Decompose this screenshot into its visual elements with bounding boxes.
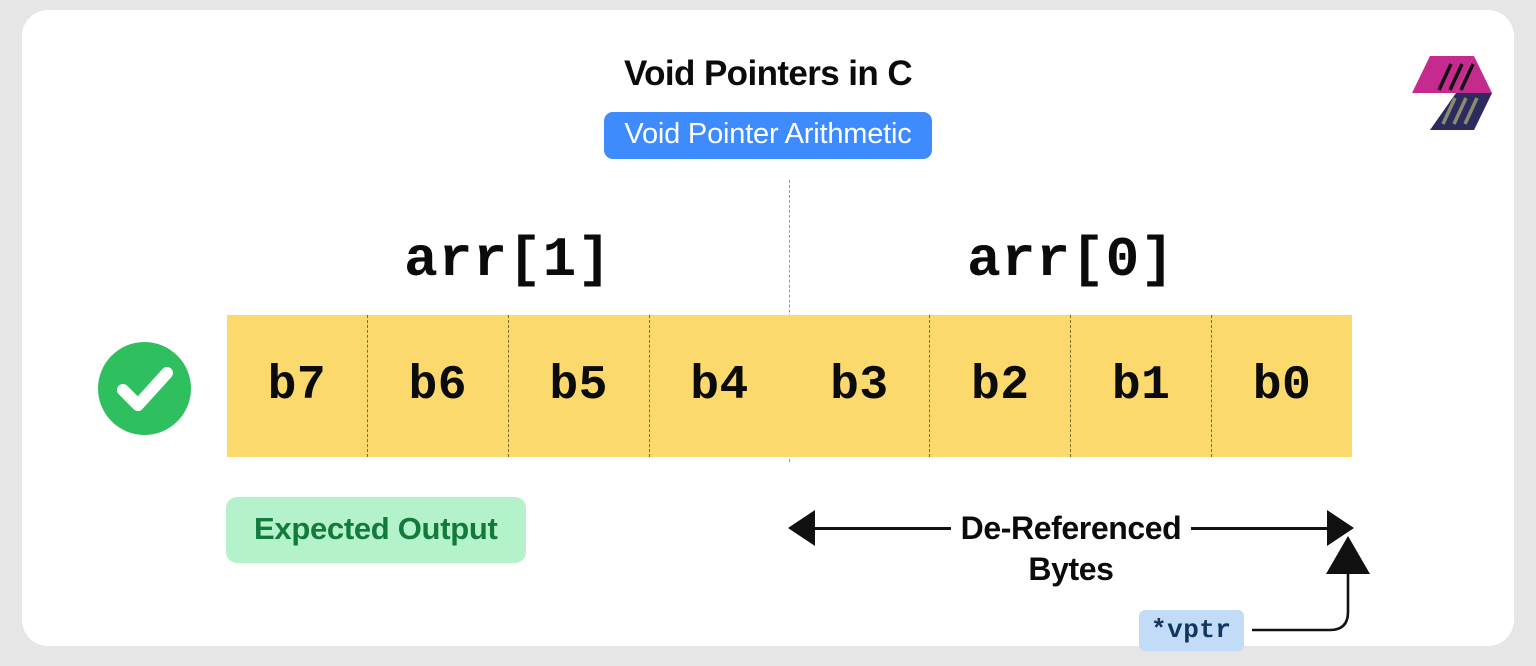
byte-cell: b3 bbox=[790, 315, 931, 457]
double-chevron-logo-icon bbox=[1412, 52, 1496, 134]
byte-cell: b0 bbox=[1252, 359, 1312, 413]
dereferenced-range-arrow: De-Referenced bbox=[788, 502, 1355, 554]
deref-label-line1: De-Referenced bbox=[960, 509, 1182, 546]
byte-cell: b6 bbox=[368, 315, 509, 457]
content-card: Void Pointers in C Void Pointer Arithmet… bbox=[22, 10, 1514, 651]
expected-output-badge: Expected Output bbox=[226, 497, 526, 563]
deref-label-line2: Bytes bbox=[1028, 551, 1114, 587]
byte-cell: b7 bbox=[227, 315, 368, 457]
byte-cell: b4 bbox=[690, 359, 749, 413]
page-title: Void Pointers in C bbox=[623, 54, 913, 93]
byte-cell: b5 bbox=[509, 315, 650, 457]
arrow-line-right bbox=[1191, 526, 1328, 530]
subtitle-container: Void Pointer Arithmetic bbox=[22, 112, 1514, 160]
byte-cell: b1 bbox=[1071, 315, 1213, 457]
vptr-label-badge: *vptr bbox=[1139, 610, 1244, 651]
check-circle-icon bbox=[98, 342, 191, 435]
subtitle-badge: Void Pointer Arithmetic bbox=[604, 112, 932, 160]
arrow-line-left bbox=[815, 526, 951, 530]
byte-cell: b2 bbox=[930, 315, 1072, 457]
arr-label-0: arr[0] bbox=[967, 228, 1175, 292]
memory-byte-block: b7 b6 b5 b4 b3 b2 b1 b0 bbox=[227, 315, 1352, 457]
arrow-left-icon bbox=[788, 510, 815, 546]
arr-label-1: arr[1] bbox=[404, 228, 612, 292]
arrow-right-icon bbox=[1327, 510, 1355, 546]
